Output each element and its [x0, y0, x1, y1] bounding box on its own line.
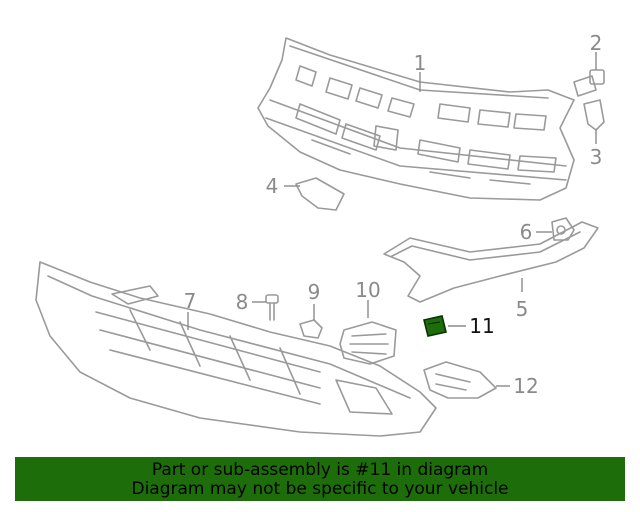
callout-8: 8	[236, 290, 249, 314]
part-10-trim-insert	[339, 321, 397, 365]
callout-labels: 1 2 3 4 6 5 7 8 9 10 11 12	[184, 31, 603, 398]
part-3-clip	[583, 99, 605, 131]
callout-9: 9	[308, 280, 321, 304]
part-4-bracket	[295, 177, 345, 211]
part-5-molding	[383, 221, 599, 303]
callout-12: 12	[513, 374, 538, 398]
banner-line-1: Part or sub-assembly is #11 in diagram	[151, 460, 489, 480]
part-9-clip	[299, 319, 323, 339]
callout-5: 5	[516, 297, 529, 321]
callout-11-highlighted: 11	[469, 314, 494, 338]
info-banner: Part or sub-assembly is #11 in diagram D…	[15, 457, 625, 501]
callout-3: 3	[590, 145, 603, 169]
callout-4: 4	[266, 174, 279, 198]
callout-2: 2	[590, 31, 603, 55]
callout-1: 1	[414, 51, 427, 75]
callout-6: 6	[520, 220, 533, 244]
banner-line-2: Diagram may not be specific to your vehi…	[131, 479, 509, 499]
callout-10: 10	[355, 278, 380, 302]
part-8-screw	[265, 294, 279, 321]
part-11-highlighted-clip	[423, 315, 447, 337]
leader-lines	[187, 52, 597, 387]
part-1-upper-grille	[257, 37, 575, 201]
part-7-lower-grille	[35, 261, 437, 437]
callout-7: 7	[184, 289, 197, 313]
part-6-clip	[551, 217, 575, 241]
part-12-bracket	[423, 361, 497, 399]
part-2-bolt	[573, 69, 605, 97]
exploded-parts-diagram: 1 2 3 4 6 5 7 8 9 10 11 12	[35, 31, 605, 437]
